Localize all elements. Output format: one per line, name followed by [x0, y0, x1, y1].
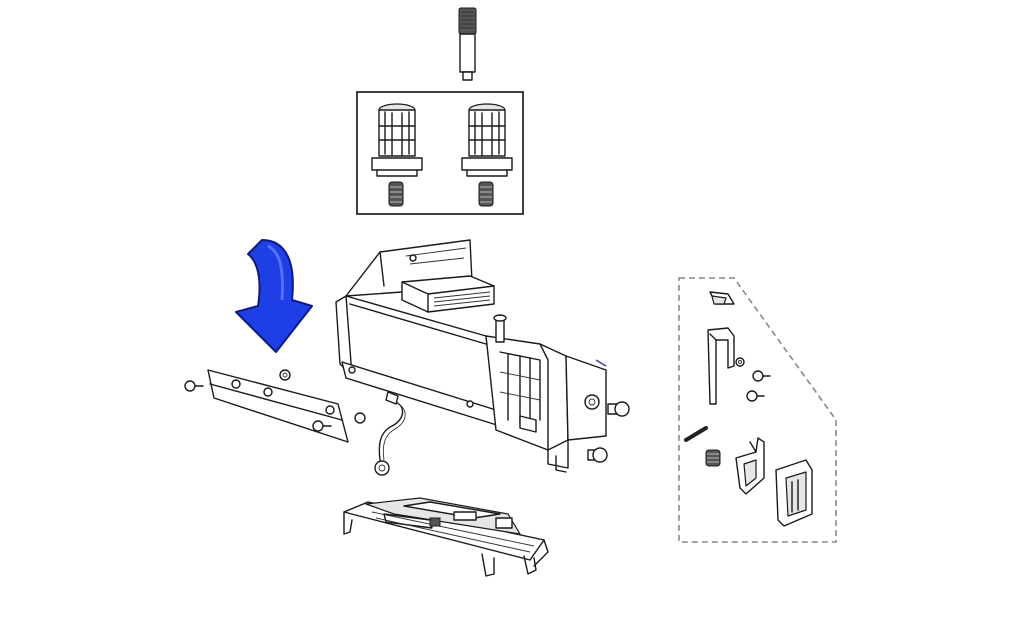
- latch-bracket: [707, 327, 735, 405]
- screw-small-2: [746, 390, 765, 402]
- washer-small: [735, 357, 745, 367]
- latch-left: [735, 437, 765, 495]
- top-pin: [458, 7, 477, 81]
- down-arrow-icon: [235, 239, 313, 353]
- knob-right: [461, 103, 513, 207]
- latch-cover: [775, 459, 813, 527]
- knob-pair-box: [356, 91, 524, 215]
- printhead-base: [343, 497, 549, 577]
- knob-left: [371, 103, 423, 207]
- washer: [279, 369, 291, 381]
- spring: [705, 449, 721, 467]
- screw-left: [184, 380, 204, 392]
- latch-kit-group: [678, 277, 837, 543]
- printhead-bracket-assembly: [335, 239, 630, 473]
- screw-side-lower: [587, 447, 608, 463]
- screw-small-1: [752, 370, 771, 382]
- screw-side-upper: [607, 401, 630, 417]
- ground-wire: [354, 391, 406, 476]
- latch-pin: [684, 426, 708, 442]
- front-plate: [184, 369, 349, 443]
- screw-right: [312, 420, 332, 432]
- latch-block: [709, 291, 735, 305]
